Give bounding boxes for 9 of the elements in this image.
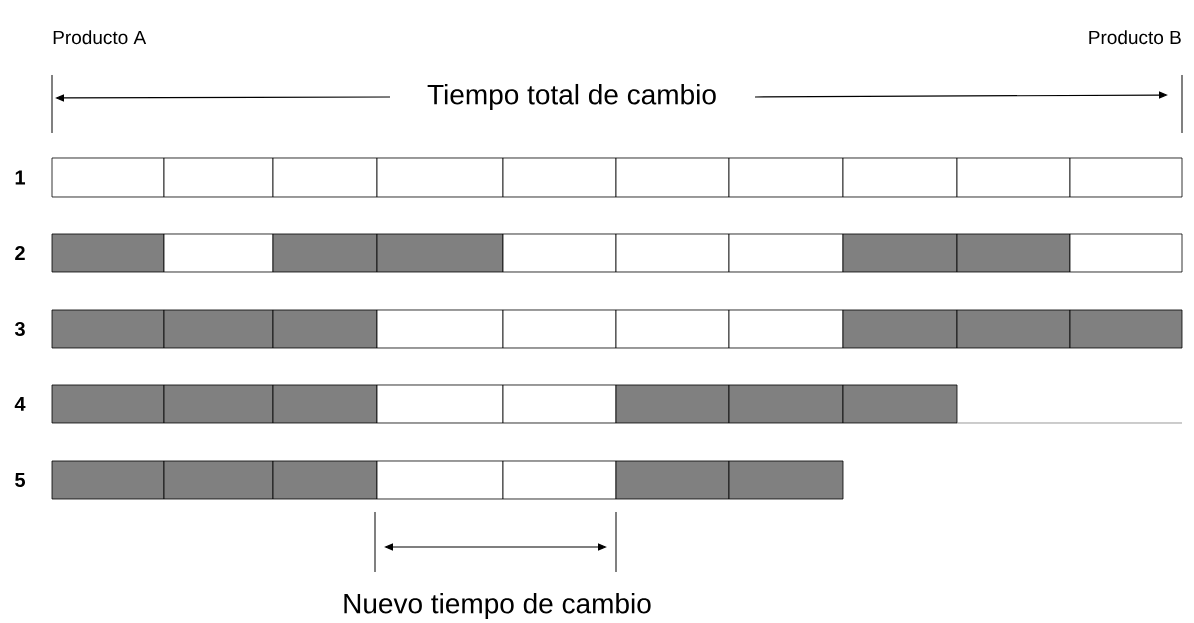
row-number: 5 bbox=[15, 473, 25, 487]
row-number: 4 bbox=[14, 397, 26, 411]
dimension-label: Nuevo tiempo de cambio bbox=[344, 592, 651, 620]
row-number: 1 bbox=[15, 170, 25, 185]
product-label: Producto A bbox=[53, 30, 147, 45]
row-number: 2 bbox=[15, 246, 25, 260]
product-label: Producto B bbox=[1089, 30, 1181, 45]
row-number: 3 bbox=[14, 321, 25, 337]
dimension-label: Tiempo total de cambio bbox=[427, 83, 716, 111]
